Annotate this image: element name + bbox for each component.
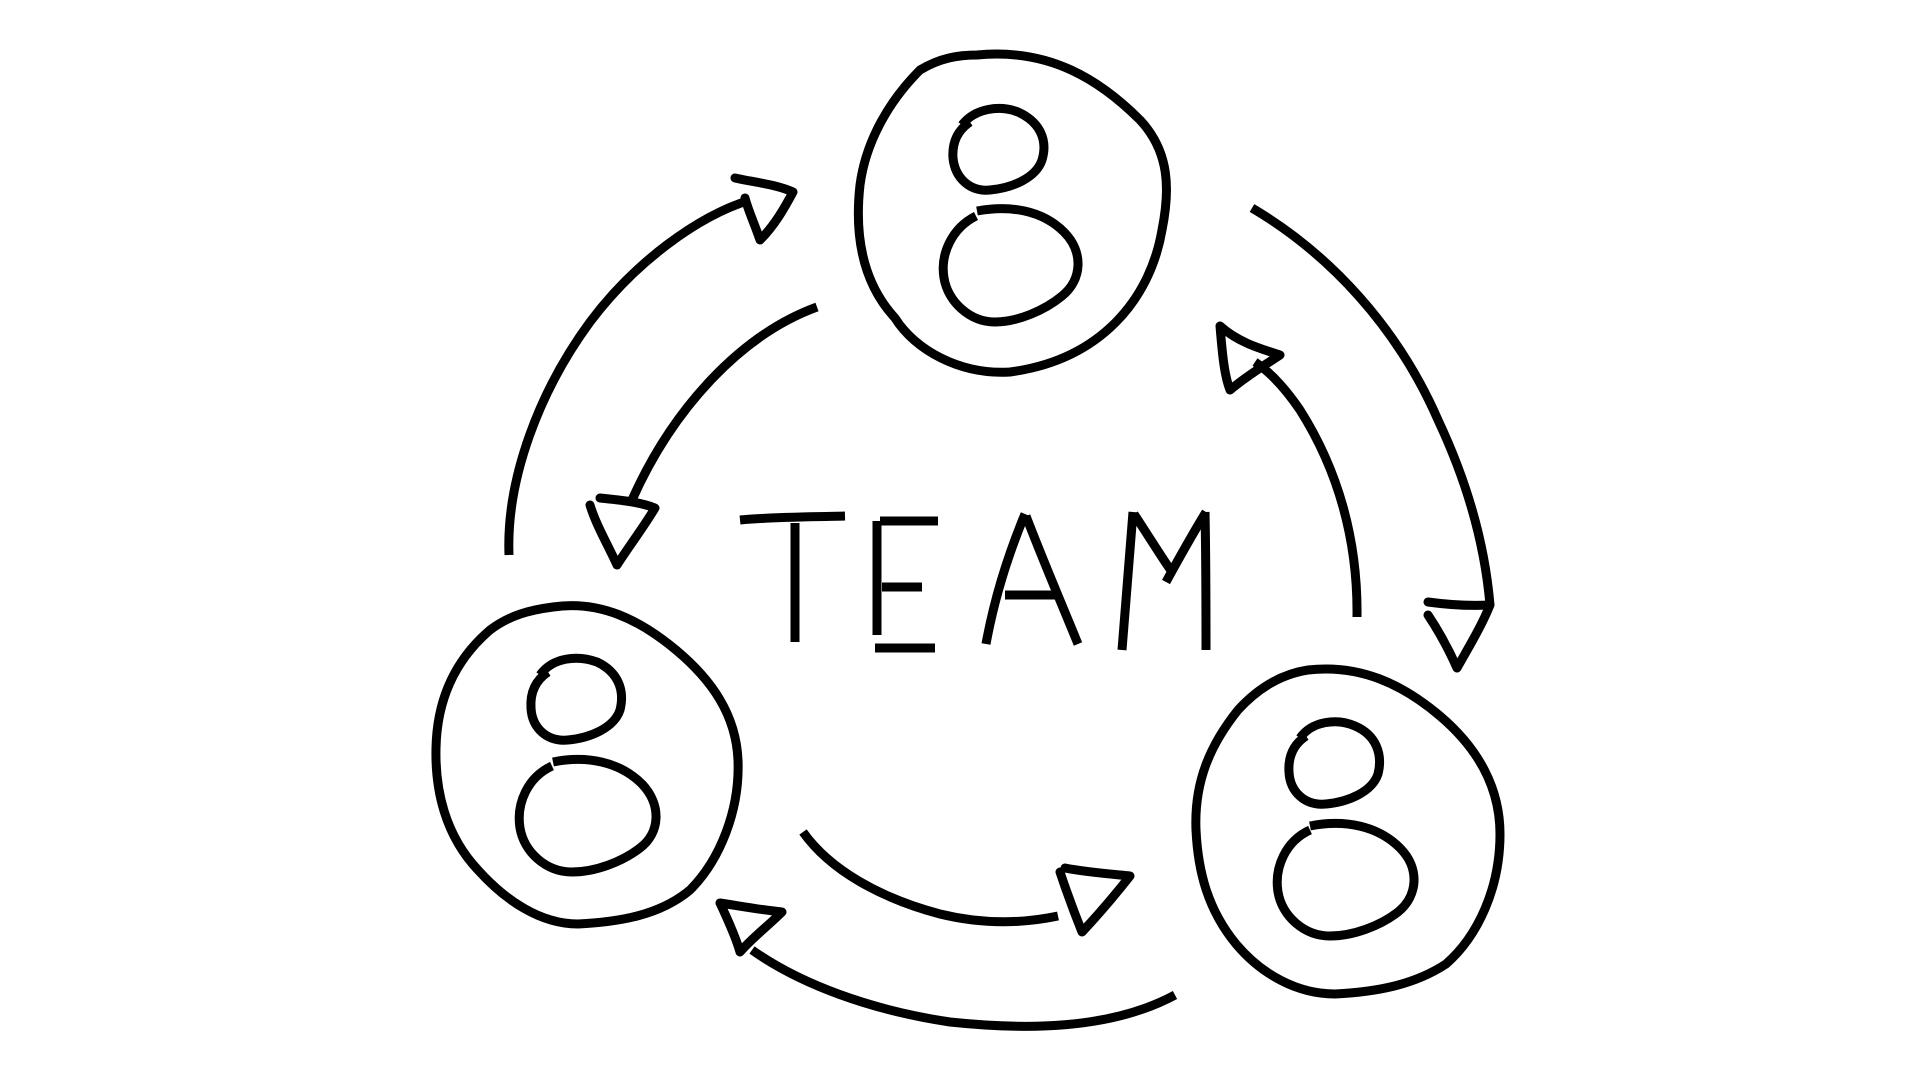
member-bottom-left (431, 601, 743, 929)
arrow-icon (715, 898, 1178, 1031)
arrow-icon (504, 173, 798, 556)
person-body (1272, 818, 1419, 941)
arrow-icon (1215, 321, 1362, 618)
center-label: TEAM (959, 643, 962, 646)
person-icon (514, 653, 661, 877)
person-head (948, 103, 1049, 195)
person-head (526, 653, 626, 745)
arrow-icon (585, 302, 819, 570)
arrow-icon (1249, 204, 1495, 673)
member-circle (1191, 664, 1505, 999)
member-circle (853, 49, 1172, 377)
letter-a (981, 512, 1083, 646)
person-icon (938, 103, 1083, 327)
letter-e (872, 516, 938, 653)
member-top (853, 49, 1172, 377)
team-lettering (739, 509, 1211, 653)
member-circle (431, 601, 743, 929)
member-bottom-right (1191, 664, 1505, 999)
person-icon (1272, 717, 1419, 941)
letter-t (739, 511, 846, 642)
person-body (938, 204, 1083, 327)
person-body (514, 754, 661, 877)
arrow-icon (799, 829, 1135, 937)
person-head (1284, 717, 1384, 809)
letter-m (1117, 509, 1211, 651)
